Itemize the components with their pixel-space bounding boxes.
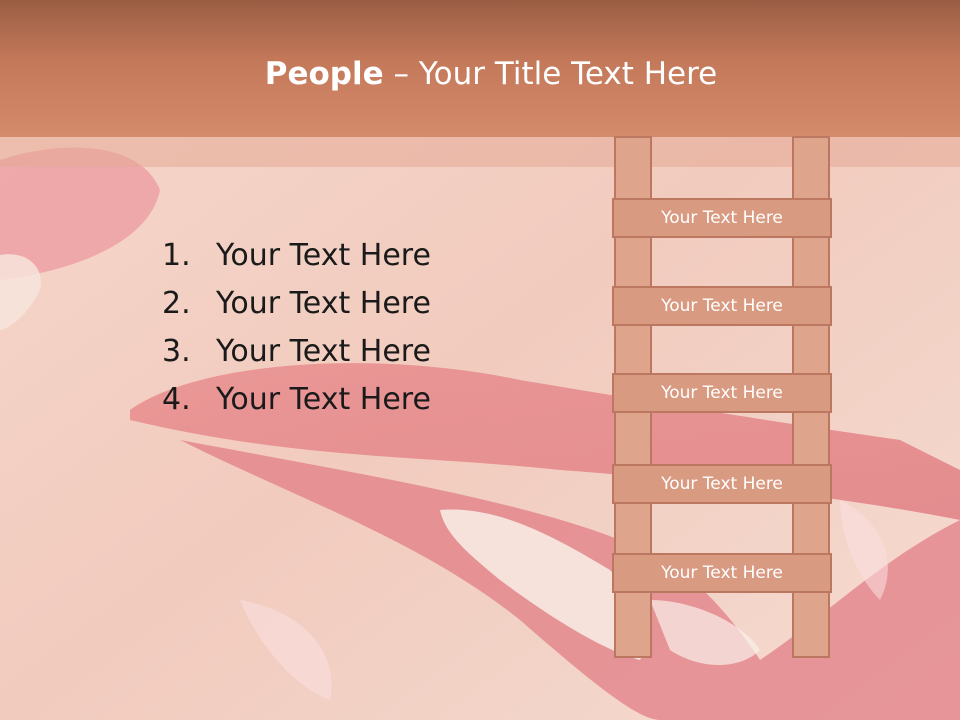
list-item-number: 3.	[162, 334, 191, 369]
ladder-rung-4[interactable]: Your Text Here	[612, 464, 832, 504]
ladder-rung-2[interactable]: Your Text Here	[612, 286, 832, 326]
list-item-number: 4.	[162, 382, 191, 417]
ladder-rung-1[interactable]: Your Text Here	[612, 198, 832, 238]
list-item: 2. Your Text Here	[162, 280, 431, 328]
title-bar	[0, 0, 960, 137]
list-item-text: Your Text Here	[216, 382, 431, 417]
list-item-number: 1.	[162, 238, 191, 273]
ladder-rung-5[interactable]: Your Text Here	[612, 553, 832, 593]
list-item: 1. Your Text Here	[162, 232, 431, 280]
slide-title[interactable]: People – Your Title Text Here	[0, 52, 960, 96]
slide-title-rest: – Your Title Text Here	[383, 56, 718, 92]
list-item: 3. Your Text Here	[162, 328, 431, 376]
list-item-text: Your Text Here	[216, 286, 431, 321]
list-item-number: 2.	[162, 286, 191, 321]
ladder-rung-3[interactable]: Your Text Here	[612, 373, 832, 413]
slide-title-bold: People	[264, 56, 384, 92]
list-item-text: Your Text Here	[216, 334, 431, 369]
list-item: 4. Your Text Here	[162, 376, 431, 424]
numbered-list[interactable]: 1. Your Text Here 2. Your Text Here 3. Your…	[162, 232, 431, 424]
list-item-text: Your Text Here	[216, 238, 431, 273]
